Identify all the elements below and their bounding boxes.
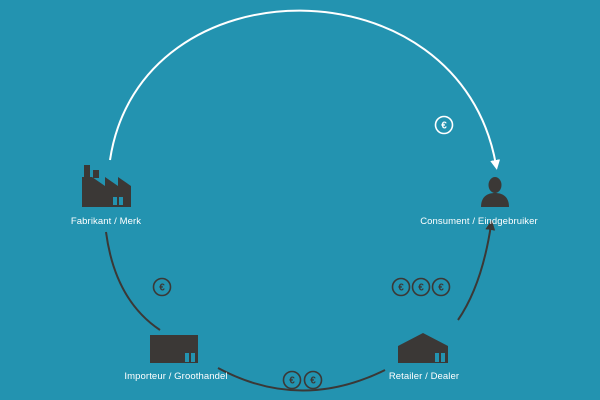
coin: € — [431, 277, 451, 297]
fabrikant-label: Fabrikant / Merk — [70, 216, 142, 227]
chain-arrow-fabrikant-importeur — [105, 231, 161, 331]
factory-icon — [82, 165, 131, 207]
retailer-label: Retailer / Dealer — [388, 371, 460, 382]
coin-direct: € — [434, 115, 454, 135]
svg-text:€: € — [418, 283, 424, 294]
importeur-label: Importeur / Groothandel — [124, 371, 228, 382]
svg-text:€: € — [310, 376, 316, 387]
coins-importeur-retailer: € € — [282, 370, 323, 390]
chain-arrow-importeur-retailer — [217, 367, 386, 392]
direct-arrow — [109, 9, 501, 170]
person-icon — [481, 177, 509, 207]
coin: € — [391, 277, 411, 297]
consument-label: Consument / Eindgebruiker — [420, 216, 538, 227]
chain-arrow-retailer-consument — [457, 220, 496, 321]
coin: € — [282, 370, 302, 390]
store-icon — [398, 333, 448, 363]
coin-fabrikant-importeur: € — [152, 277, 172, 297]
svg-text:€: € — [438, 283, 444, 294]
svg-text:€: € — [398, 283, 404, 294]
svg-text:€: € — [159, 283, 165, 294]
warehouse-icon — [150, 335, 198, 363]
coin: € — [303, 370, 323, 390]
coins-retailer-consument: € € € — [391, 277, 451, 297]
svg-text:€: € — [289, 376, 295, 387]
svg-text:€: € — [441, 121, 447, 132]
coin: € — [411, 277, 431, 297]
